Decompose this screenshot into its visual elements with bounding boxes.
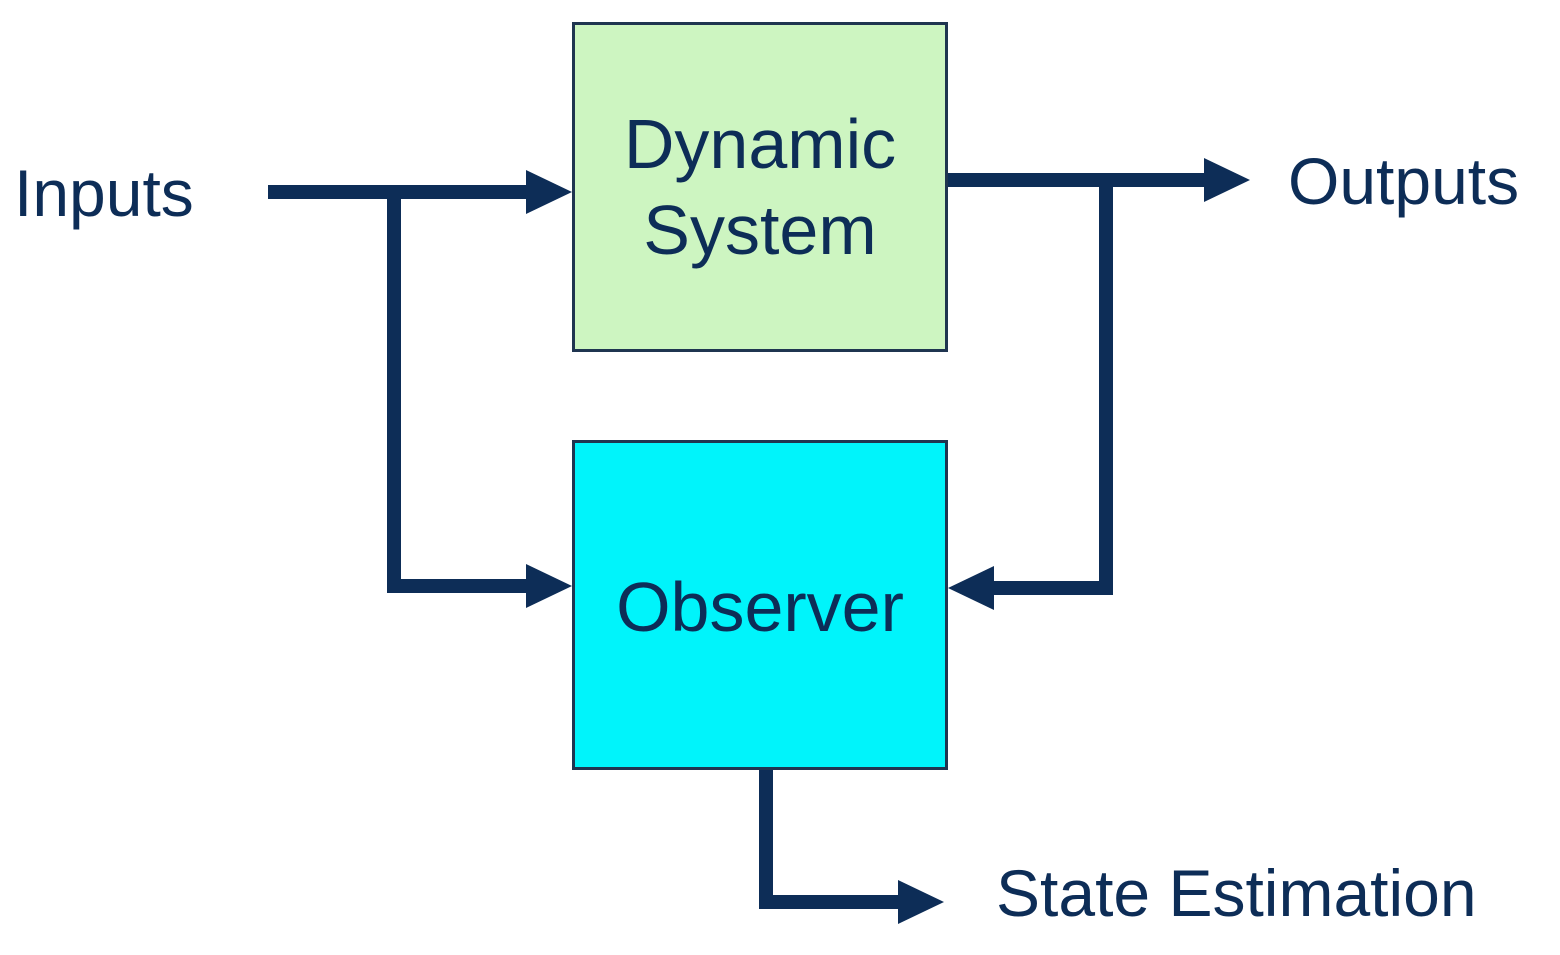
arrowhead-state-estimation [898,880,944,924]
observer-block: Observer [572,440,948,770]
state-estimation-label: State Estimation [996,856,1477,930]
observer-label: Observer [616,568,904,646]
arrowhead-to-dynamic-system [526,170,572,214]
inputs-branch-to-observer [387,192,532,593]
outputs-label: Outputs [1288,144,1520,218]
inputs-label: Inputs [14,156,194,230]
arrowhead-outputs-to-observer [948,566,994,610]
dynamic-system-label-line2: System [643,191,877,269]
outputs-branch-to-observer [988,180,1113,595]
dynamic-system-block: Dynamic System [572,22,948,352]
arrowhead-outputs [1204,158,1250,202]
dynamic-system-label-line1: Dynamic [623,105,897,183]
observer-to-state-estimation-line [759,768,902,909]
arrowhead-inputs-to-observer [526,564,572,608]
